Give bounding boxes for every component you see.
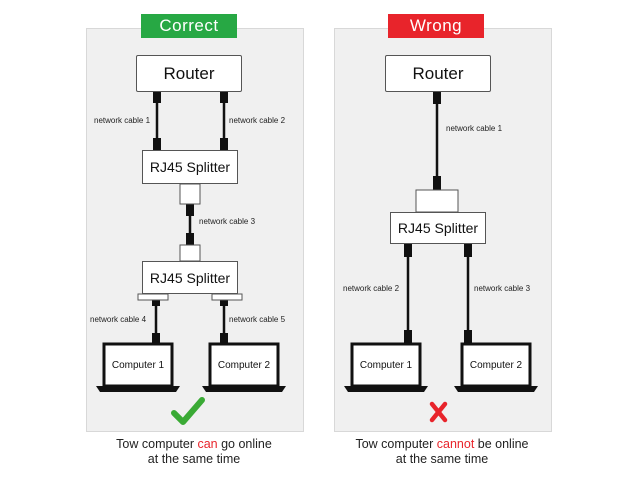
caption-emphasis: can (197, 437, 218, 451)
computer-label: Computer 2 (217, 359, 271, 371)
caption-line2: at the same time (395, 452, 489, 466)
plug (152, 333, 160, 345)
plug (186, 204, 194, 216)
splitter-tab (211, 293, 243, 301)
caption-emphasis: cannot (436, 437, 475, 451)
cable-label: network cable 5 (229, 315, 286, 324)
plug (220, 91, 228, 103)
plug (220, 333, 228, 345)
computer-label: Computer 2 (469, 359, 523, 371)
laptop-icon (454, 342, 538, 392)
router-box: Router (136, 55, 242, 92)
plug (153, 91, 161, 103)
caption-text: Tow computer (116, 437, 198, 451)
cable-label: network cable 1 (446, 124, 503, 133)
plug (153, 138, 161, 150)
splitter-tab (179, 244, 201, 262)
computer-label: Computer 1 (111, 359, 165, 371)
plug (404, 244, 412, 257)
caption-text: be online (474, 437, 529, 451)
check-icon (171, 397, 205, 425)
laptop-icon (202, 342, 286, 392)
plug (464, 244, 472, 257)
cable-label: network cable 2 (229, 116, 286, 125)
splitter-box-top: RJ45 Splitter (142, 150, 238, 184)
plug (464, 330, 472, 343)
wrong-router-box: Router (385, 55, 491, 92)
cable-label: network cable 3 (474, 284, 531, 293)
cable-label: network cable 3 (199, 217, 256, 226)
plug (186, 233, 194, 245)
splitter-tab (137, 293, 169, 301)
caption-line2: at the same time (147, 452, 241, 466)
cable-label: network cable 4 (90, 315, 147, 324)
splitter-tab (179, 183, 201, 205)
laptop-icon (344, 342, 428, 392)
cable-label: network cable 1 (94, 116, 151, 125)
cable-label: network cable 2 (343, 284, 400, 293)
splitter-tab (415, 189, 459, 213)
wrong-caption: Tow computer cannot be online at the sam… (312, 437, 572, 467)
x-icon (429, 401, 448, 423)
plug (433, 176, 441, 190)
computer-label: Computer 1 (359, 359, 413, 371)
caption-text: Tow computer (355, 437, 437, 451)
plug (220, 138, 228, 150)
wrong-banner: Wrong (388, 14, 484, 38)
splitter-box-bottom: RJ45 Splitter (142, 261, 238, 294)
plug (433, 91, 441, 104)
wrong-splitter-box: RJ45 Splitter (390, 212, 486, 244)
laptop-icon (96, 342, 180, 392)
correct-banner: Correct (141, 14, 237, 38)
plug (404, 330, 412, 343)
correct-caption: Tow computer can go online at the same t… (64, 437, 324, 467)
caption-text: go online (217, 437, 272, 451)
